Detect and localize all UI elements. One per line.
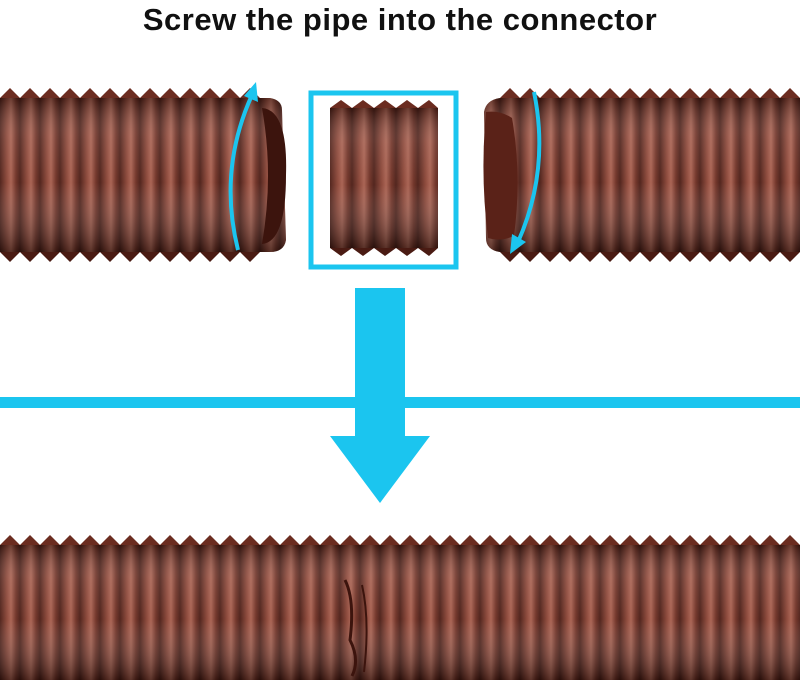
right-pipe xyxy=(483,88,800,262)
assembled-pipe xyxy=(0,535,800,680)
rotate-arrow-icon xyxy=(228,82,258,251)
down-arrow-icon xyxy=(330,288,430,503)
page-title: Screw the pipe into the connector xyxy=(142,2,658,37)
rotate-arrow-icon xyxy=(510,91,542,254)
connector-piece xyxy=(308,90,459,270)
left-pipe xyxy=(0,88,287,262)
connector-highlight-box xyxy=(308,90,459,270)
